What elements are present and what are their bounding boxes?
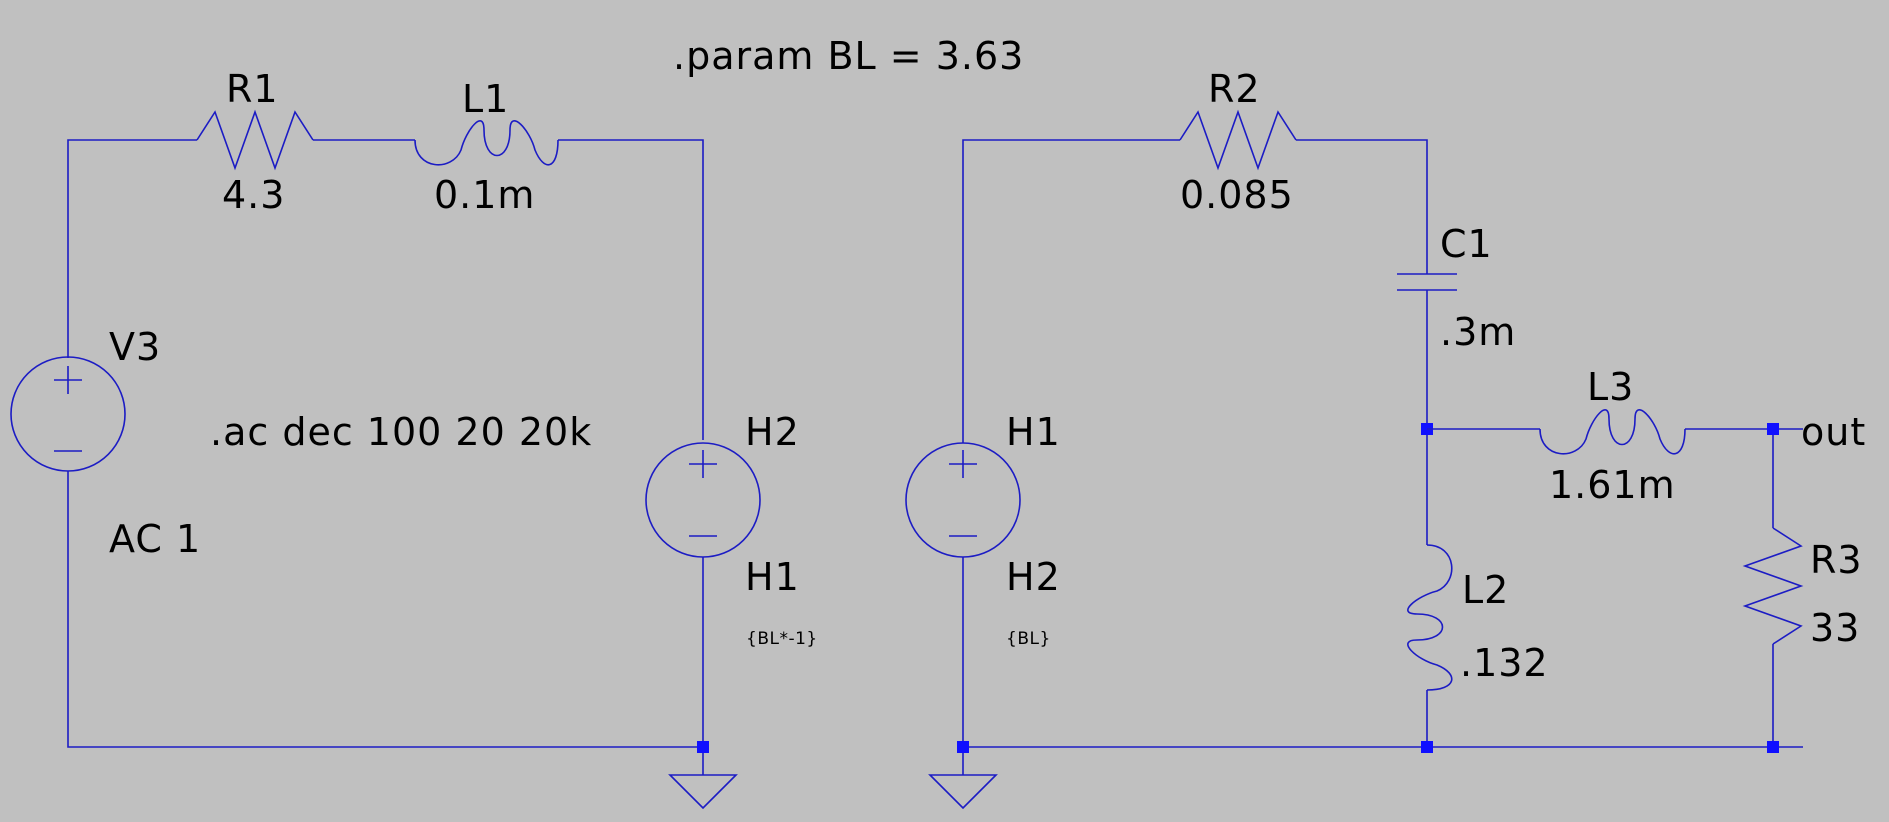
resistor-r1: [196, 109, 314, 171]
h1-right-gain: {BL}: [1006, 629, 1051, 649]
junction-dot: [957, 741, 969, 753]
ground-symbol-left: [668, 774, 738, 810]
l3-value: 1.61m: [1549, 463, 1676, 507]
r3-value: 33: [1810, 606, 1861, 650]
r1-name: R1: [226, 67, 279, 111]
r2-value: 0.085: [1180, 173, 1294, 217]
l2-value: .132: [1460, 641, 1549, 685]
v3-name: V3: [109, 325, 162, 369]
v3-value: AC 1: [109, 517, 202, 561]
l1-name: L1: [462, 77, 510, 121]
h1-right-ctrl: H2: [1006, 555, 1061, 599]
r3-name: R3: [1810, 538, 1863, 582]
wire-left-bottom: [67, 471, 703, 748]
source-h1-right: [905, 442, 1021, 558]
junction-dot: [697, 741, 709, 753]
l3-name: L3: [1587, 365, 1635, 409]
r1-value: 4.3: [222, 173, 286, 217]
ac-directive: .ac dec 100 20 20k: [210, 410, 593, 454]
resistor-r2: [1179, 109, 1297, 171]
h2-left-ctrl: H1: [745, 555, 800, 599]
wire-left-top-left: [67, 139, 197, 358]
param-directive: .param BL = 3.63: [673, 34, 1025, 78]
junction-dot: [1421, 741, 1433, 753]
l2-name: L2: [1462, 568, 1510, 612]
inductor-l3: [1539, 409, 1686, 455]
junction-dot: [1767, 741, 1779, 753]
source-h2-left: [645, 442, 761, 558]
h2-left-name: H2: [745, 410, 800, 454]
ground-symbol-right: [928, 774, 998, 810]
out-node: [1767, 423, 1779, 435]
source-v3: [10, 356, 126, 472]
resistor-r3: [1742, 527, 1804, 645]
c1-name: C1: [1440, 222, 1493, 266]
wire-l3-out: [1685, 428, 1803, 528]
r2-name: R2: [1208, 67, 1261, 111]
capacitor-c1: [1397, 273, 1457, 291]
out-net-label: out: [1801, 410, 1867, 454]
h1-right-name: H1: [1006, 410, 1061, 454]
wire-right-bottom: [962, 557, 1803, 775]
c1-value: .3m: [1440, 310, 1517, 354]
l1-value: 0.1m: [434, 173, 536, 217]
inductor-l1: [414, 120, 559, 166]
wire-l1-right: [558, 139, 704, 440]
h2-left-gain: {BL*-1}: [746, 629, 818, 649]
inductor-l2: [1407, 544, 1453, 691]
wire-r2-c1: [1296, 139, 1428, 274]
wire-right-top-left: [962, 139, 1180, 443]
